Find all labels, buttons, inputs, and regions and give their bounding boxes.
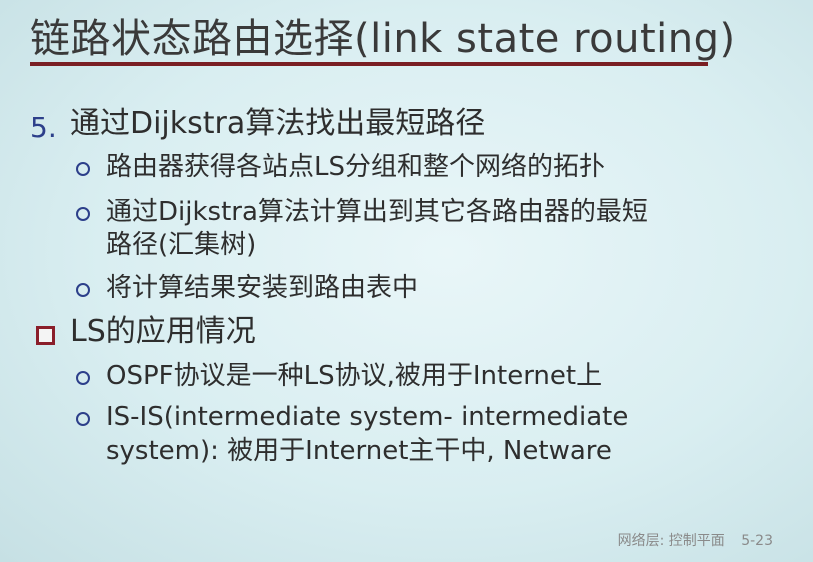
step-subitem: 通过Dijkstra算法计算出到其它各路由器的最短 (106, 197, 648, 227)
step-subitem: 将计算结果安装到路由表中 (106, 273, 419, 303)
footer-page-number: 5-23 (741, 533, 773, 549)
ls-subitem-continued: system): 被用于Internet主干中, Netware (106, 436, 612, 466)
ring-bullet-icon (76, 412, 90, 426)
ring-bullet-icon (76, 207, 90, 221)
slide-title: 链路状态路由选择(link state routing) (30, 16, 736, 62)
ring-bullet-icon (76, 283, 90, 297)
ring-bullet-icon (76, 162, 90, 176)
ring-bullet-icon (76, 371, 90, 385)
title-underline (30, 62, 708, 66)
step-subitem: 路由器获得各站点LS分组和整个网络的拓扑 (106, 152, 605, 182)
slide-footer: 网络层: 控制平面 5-23 (618, 530, 773, 550)
step-number: 5. (30, 111, 57, 144)
footer-section: 网络层: 控制平面 (617, 533, 725, 549)
step-subitem-continued: 路径(汇集树) (106, 230, 257, 260)
square-bullet-icon (36, 326, 55, 345)
ls-subitem: IS-IS(intermediate system- intermediate (106, 402, 629, 432)
ls-heading: LS的应用情况 (70, 314, 256, 349)
ls-subitem: OSPF协议是一种LS协议,被用于Internet上 (106, 361, 603, 391)
step-heading: 通过Dijkstra算法找出最短路径 (70, 106, 486, 141)
